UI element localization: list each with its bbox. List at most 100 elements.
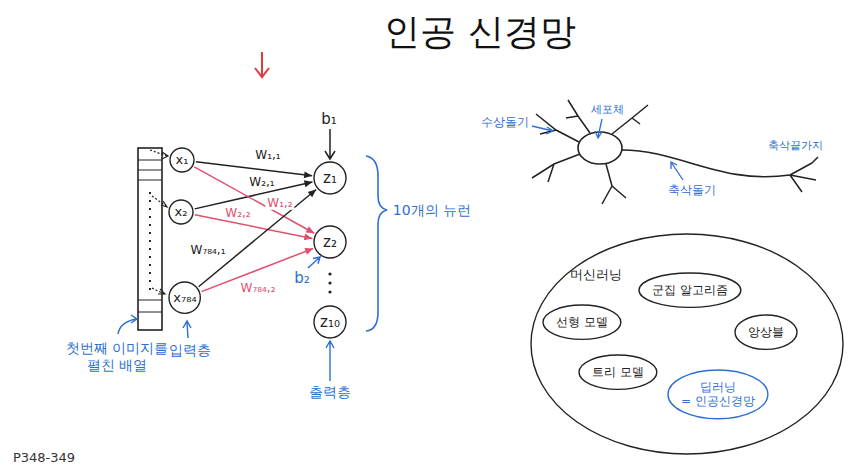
ellipsis-dot: [328, 290, 331, 293]
leader-arrow: [671, 162, 683, 180]
cell-body: [578, 132, 622, 164]
node-text: 트리 모델: [592, 365, 644, 379]
outline-shape: [639, 273, 741, 307]
neuron-part-label-wrap: 축삭돌기: [668, 183, 716, 197]
node-text-group: 앙상블: [748, 325, 784, 339]
array-dots: [149, 192, 151, 290]
arrow-head: [308, 189, 316, 197]
neuron-part-label: 축삭돌기: [668, 183, 716, 197]
weight-label: W₂,₂: [223, 206, 252, 220]
outline-shape: [579, 355, 657, 389]
node-text: z₁₀: [320, 313, 340, 331]
node-text-group: 군집 알고리즘: [652, 283, 728, 297]
title-wrap: 인공 신경망: [384, 10, 575, 53]
flattened-array: [138, 148, 162, 330]
model-ellipse: 앙상블: [734, 314, 798, 350]
node-text-group: 머신러닝: [570, 267, 622, 283]
node-text: 군집 알고리즘: [652, 283, 728, 297]
node-text: 앙상블: [748, 325, 784, 339]
weight-label: W₇₈₄,₁: [189, 243, 228, 257]
outline-shape: [735, 315, 797, 349]
node-text-group: z₁: [323, 169, 337, 187]
input-neuron: x₁: [169, 147, 195, 173]
bias-label: b₁: [321, 110, 337, 128]
leader-arrow: [118, 315, 137, 334]
outline-shape: [543, 305, 621, 339]
node-text-group: 트리 모델: [592, 365, 644, 379]
node-text-group: 선형 모델: [556, 315, 608, 329]
arrow-head: [304, 233, 313, 240]
node-outline: [530, 233, 844, 455]
ellipsis-dot: [328, 272, 331, 275]
outline-shape: [314, 306, 346, 338]
neuron-part-label: 세포체: [591, 103, 624, 116]
outline-shape: [169, 282, 200, 313]
leader-arrow: [326, 341, 334, 381]
weight-label: W₁,₁: [253, 148, 282, 162]
leader-arrow: [532, 126, 553, 134]
annotation-label: 첫번째 이미지를 펼친 배열: [61, 340, 173, 374]
connector: [195, 215, 313, 241]
leader-arrow: [595, 119, 602, 138]
category-ellipse: 머신러닝군집 알고리즘선형 모델앙상블트리 모델딥러닝= 인공신경망: [530, 233, 844, 455]
connector: [194, 167, 314, 233]
array-cells: [138, 160, 162, 312]
node-text-group: x₂: [175, 204, 188, 220]
outline-shape: [314, 226, 346, 258]
node-text: 딥러닝: [700, 380, 736, 394]
connector-line: [195, 215, 313, 239]
connector-line: [194, 167, 314, 233]
outline-shape: [170, 148, 194, 172]
layer-label: 출력층: [309, 384, 351, 401]
arrow-head: [306, 226, 315, 233]
node-text-group: z₁₀: [320, 313, 340, 331]
weight-label-wrap: W₂,₁: [247, 175, 276, 189]
bias-label-wrap: b₁: [321, 110, 337, 128]
outline-shape: [531, 234, 843, 454]
neuron-part-label: 수상돌기: [481, 115, 529, 129]
group-label: 10개의 뉴런: [393, 202, 471, 219]
input-neuron: x₂: [168, 199, 194, 225]
neuron-part-label-wrap: 수상돌기: [481, 115, 529, 129]
neuron-part-label-wrap: 세포체: [591, 103, 624, 116]
input-neuron: x₇₈₄: [168, 281, 201, 314]
group-label-wrap: 10개의 뉴런: [393, 202, 471, 219]
node-text: 선형 모델: [556, 315, 608, 329]
dendrites: [532, 100, 648, 204]
connector-line: [196, 162, 312, 176]
node-text: x₇₈₄: [173, 290, 196, 306]
weight-label-wrap: W₇₈₄,₂: [239, 281, 278, 295]
bias-label: b₂: [294, 269, 310, 287]
outline-shape: [169, 200, 193, 224]
layer-label: 입력층: [169, 342, 211, 359]
leader-arrow: [183, 321, 191, 338]
outline-shape: [668, 370, 768, 419]
bias-label-wrap: b₂: [294, 269, 310, 287]
node-text: z₁: [323, 169, 337, 187]
node-text: x₂: [175, 204, 188, 220]
connector: [199, 189, 317, 286]
neuron-part-label-wrap: 축삭끝가지: [768, 139, 823, 152]
model-ellipse: 딥러닝= 인공신경망: [667, 369, 769, 420]
node-text-group: x₁: [176, 152, 189, 168]
red-marker-arrow: [255, 52, 269, 77]
model-ellipse: 군집 알고리즘: [638, 272, 742, 308]
page-reference: P348-349: [13, 450, 75, 466]
layer-label-wrap: 입력층: [169, 342, 211, 359]
arrow-head: [304, 248, 313, 255]
node-text-group: 딥러닝= 인공신경망: [681, 380, 755, 409]
page-reference-wrap: P348-349: [13, 450, 75, 466]
arrow-head: [304, 171, 312, 178]
outline-shape: [314, 162, 346, 194]
node-text: = 인공신경망: [681, 394, 755, 408]
weight-label: W₇₈₄,₂: [239, 281, 278, 295]
neuron-part-label: 축삭끝가지: [768, 139, 823, 152]
weight-label-wrap: W₂,₂: [223, 206, 252, 220]
axon-terminals: [790, 157, 818, 192]
node-text: z₂: [323, 233, 337, 251]
weight-label-wrap: W₇₈₄,₁: [189, 243, 228, 257]
node-text: 머신러닝: [570, 267, 622, 283]
bias-arrow: [308, 257, 320, 268]
input-pointer: [150, 150, 167, 294]
